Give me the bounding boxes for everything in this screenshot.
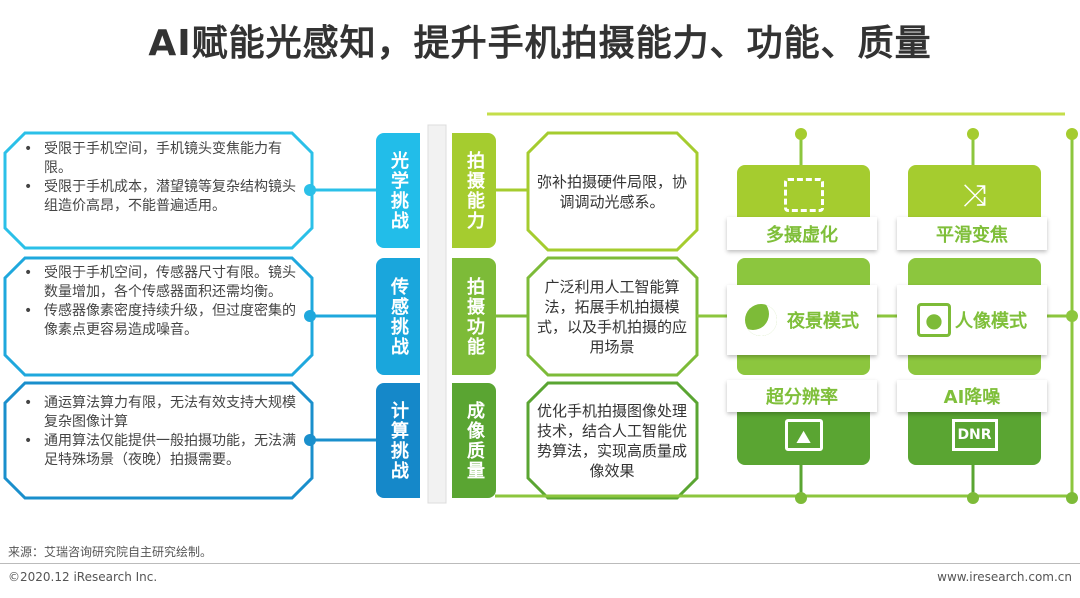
portrait-mode: ● 人像模式 <box>897 285 1047 355</box>
tab-optical-challenge: 光学挑战 <box>376 133 420 248</box>
multi-cam-label: 多摄虚化 <box>727 217 877 250</box>
dnr-tile: DNR <box>908 405 1041 465</box>
challenge-box-outline <box>3 381 314 500</box>
portrait-mode-label: 人像模式 <box>955 311 1027 332</box>
shuffle-icon: ⤨ <box>908 165 1041 225</box>
tab-shooting-capability: 拍摄能力 <box>452 133 496 248</box>
capability-desc: 弥补拍摄硬件局限，协调调动光感系。 <box>537 172 688 211</box>
footer-divider <box>0 563 1080 564</box>
super-res-tile: ⛰ <box>737 405 870 465</box>
dashed-frame-icon <box>783 178 824 212</box>
challenge-compute-text: 通运算法算力有限，无法有效支持大规模复杂图像计算通用算法仅能提供一般拍摄功能，无… <box>20 394 300 470</box>
capability-box-outline <box>526 381 699 500</box>
dnr-monitor-icon: DNR <box>951 419 998 451</box>
website-link[interactable]: www.iresearch.com.cn <box>937 570 1072 584</box>
function-desc: 广泛利用人工智能算法，拓展手机拍摄模式，以及手机拍摄的应用场景 <box>537 277 688 356</box>
divider-bar <box>427 124 447 504</box>
night-mode: 夜景模式 <box>727 285 877 355</box>
multi-cam-tile <box>737 165 870 225</box>
ai-denoise-label: AI降噪 <box>897 380 1047 412</box>
page-title: AI赋能光感知，提升手机拍摄能力、功能、质量 <box>148 23 932 64</box>
tab-compute-challenge: 计算挑战 <box>376 383 420 498</box>
super-res-label: 超分辨率 <box>727 380 877 412</box>
source-note: 来源：艾瑞咨询研究院自主研究绘制。 <box>8 545 213 559</box>
night-mode-label: 夜景模式 <box>787 311 859 332</box>
tab-sensor-challenge: 传感挑战 <box>376 258 420 375</box>
challenge-optical-text: 受限于手机空间，手机镜头变焦能力有限。受限于手机成本，潜望镜等复杂结构镜头组造价… <box>20 140 300 216</box>
capability-box-outline <box>526 131 699 252</box>
challenge-sensor-text: 受限于手机空间，传感器尺寸有限。镜头数量增加，各个传感器面积还需均衡。传感器像素… <box>20 264 305 340</box>
copyright: ©2020.12 iResearch Inc. <box>8 570 158 584</box>
quality-desc: 优化手机拍摄图像处理技术，结合人工智能优势算法，实现高质量成像效果 <box>537 401 688 480</box>
tab-shooting-function: 拍摄功能 <box>452 258 496 375</box>
image-plus-icon: ⛰ <box>784 419 823 451</box>
portrait-icon: ● <box>917 303 951 337</box>
moon-icon <box>745 304 777 336</box>
capability-box-outline <box>526 256 699 377</box>
tab-imaging-quality: 成像质量 <box>452 383 496 498</box>
smooth-zoom-label: 平滑变焦 <box>897 217 1047 250</box>
